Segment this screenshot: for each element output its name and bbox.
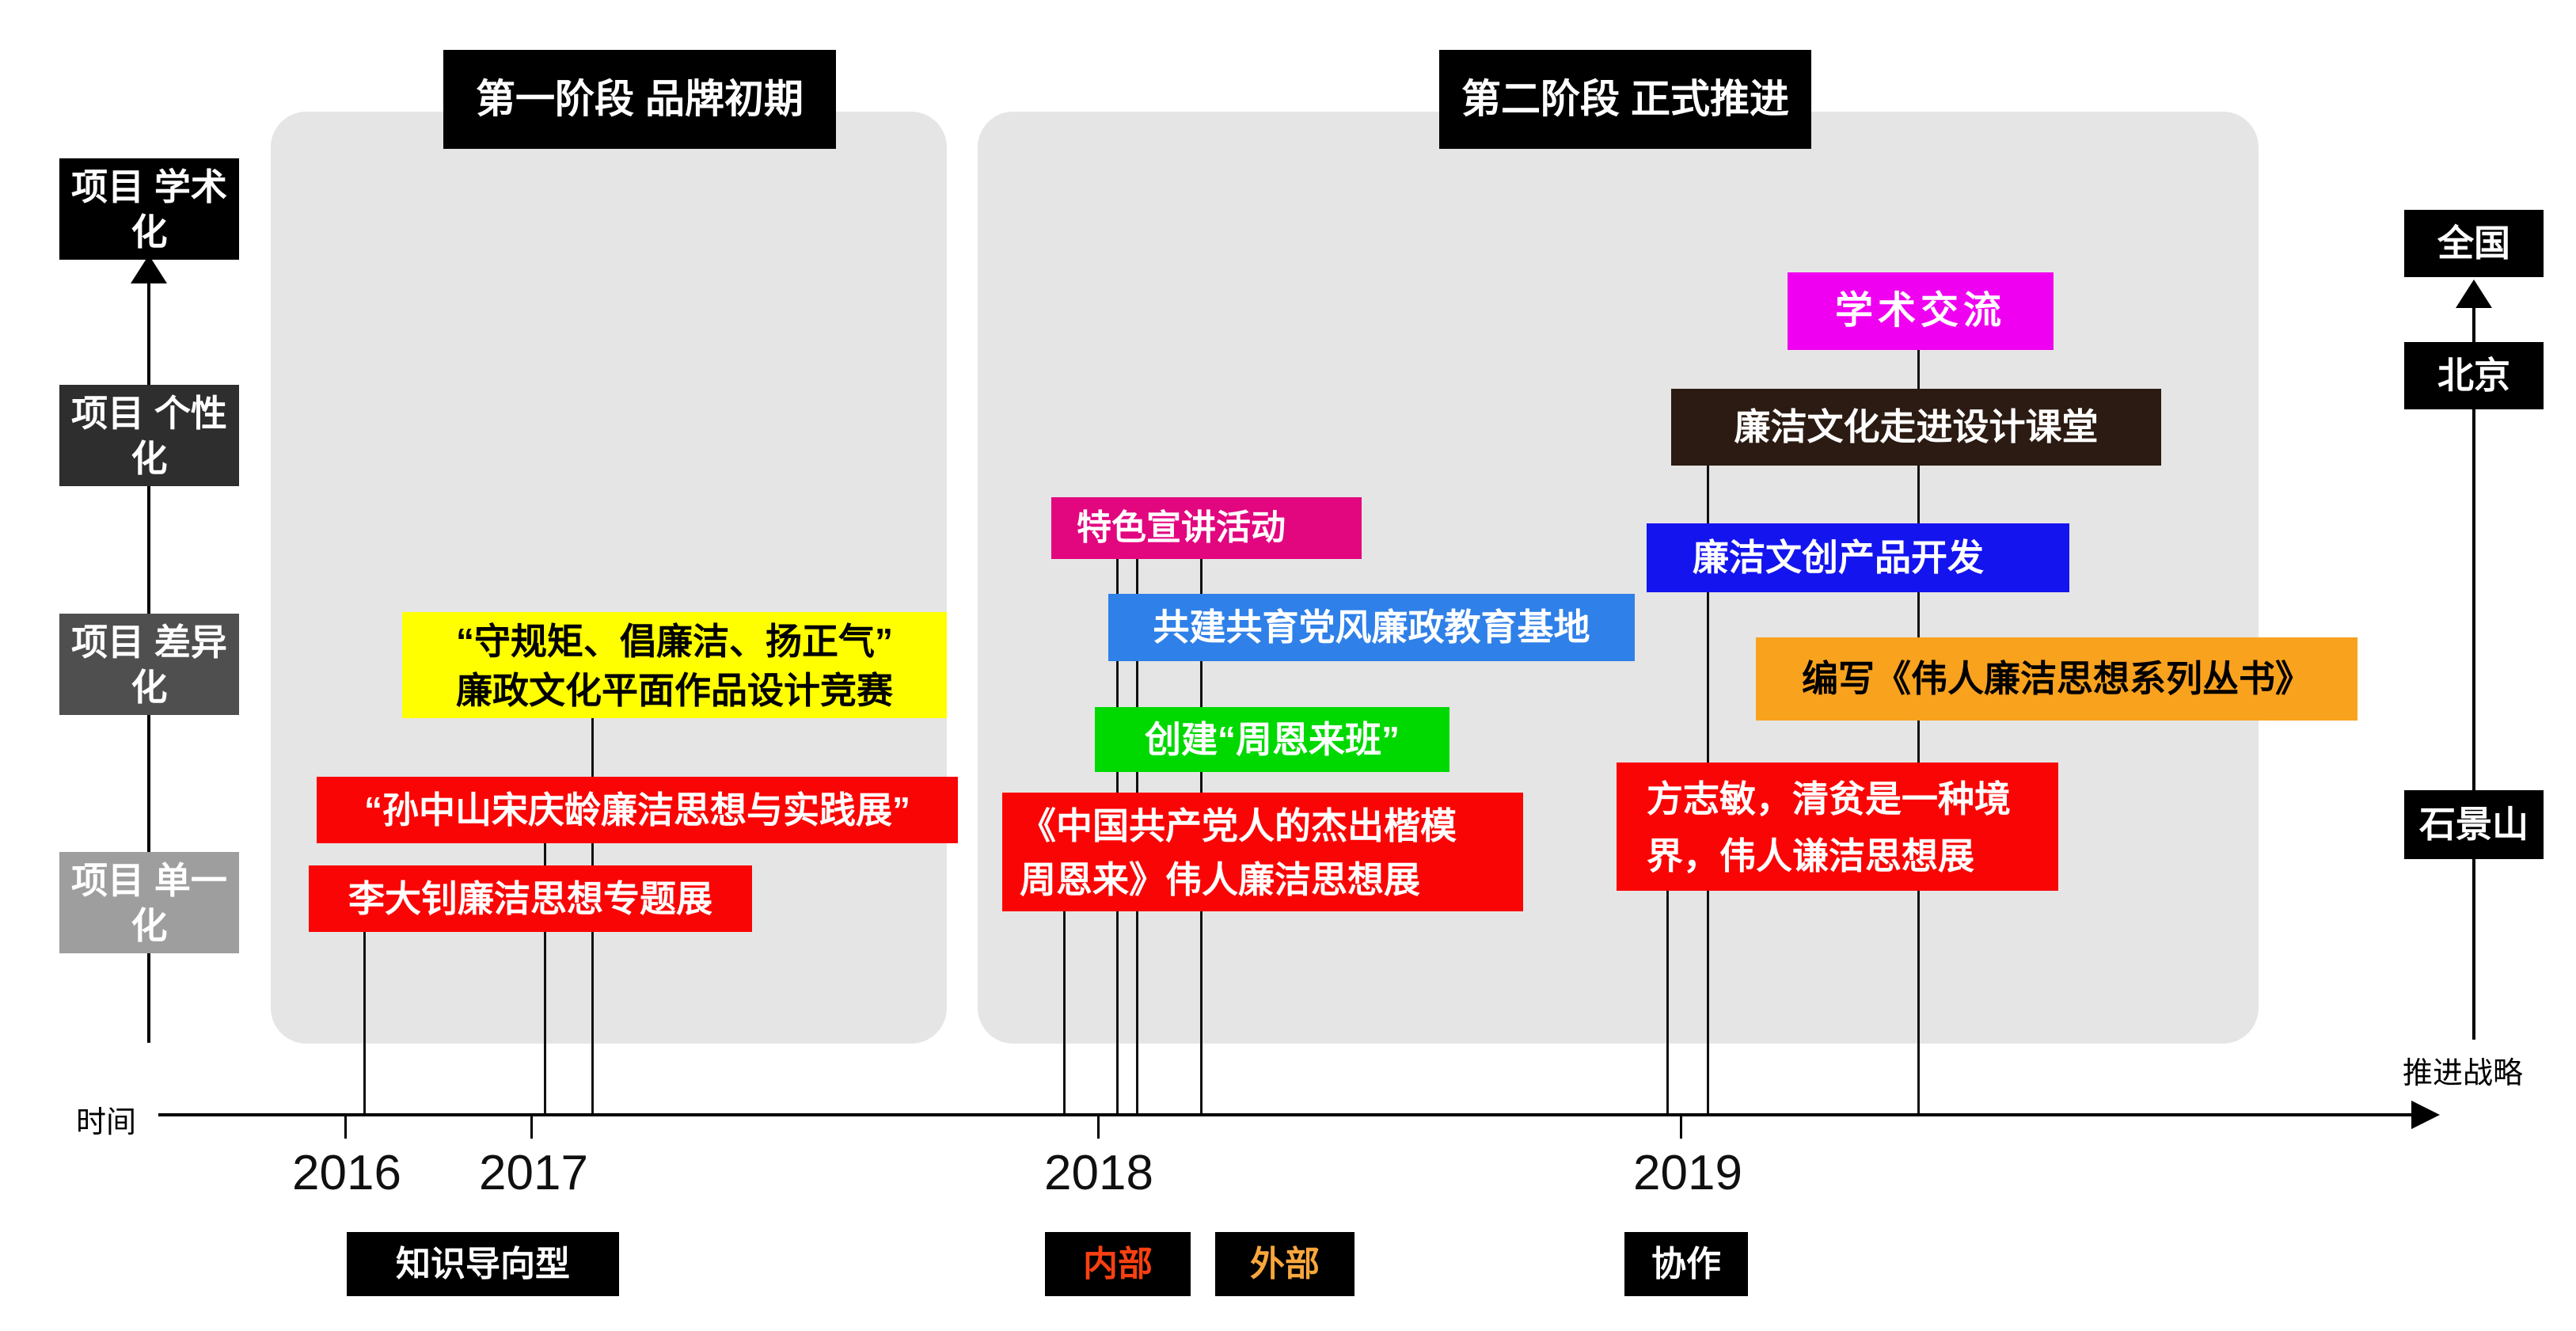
level-box-single: 项目 单一化	[59, 852, 239, 953]
event-box-academic-exchange: 学术交流	[1788, 272, 2054, 350]
level-box-personalized: 项目 个性化	[59, 385, 239, 486]
year-label-2017: 2017	[479, 1146, 588, 1200]
strategy-tag-external: 外部	[1215, 1232, 1354, 1296]
year-tick-2016	[344, 1116, 347, 1139]
region-box-national: 全国	[2404, 210, 2544, 277]
event-box-sun-exhibition: “孙中山宋庆龄廉洁思想与实践展”	[317, 777, 958, 843]
event-box-cultural-products: 廉洁文创产品开发	[1647, 523, 2069, 592]
event-box-design-competition: “守规矩、倡廉洁、扬正气” 廉政文化平面作品设计竞赛	[402, 612, 947, 718]
tick-line-li-exhibition	[363, 931, 366, 1115]
level-box-academic: 项目 学术化	[59, 158, 239, 260]
strategy-tag-internal: 内部	[1045, 1232, 1191, 1296]
event-box-book-series: 编写《伟人廉洁思想系列丛书》	[1756, 637, 2358, 721]
region-box-shijingshan: 石景山	[2404, 790, 2544, 859]
event-box-lecture-activity: 特色宣讲活动	[1051, 497, 1362, 559]
phase-1-title: 第一阶段 品牌初期	[443, 50, 836, 149]
event-box-fang-exhibition: 方志敏，清贫是一种境 界，伟人谦洁思想展	[1617, 762, 2058, 891]
phase-2-title: 第二阶段 正式推进	[1439, 50, 1811, 149]
event-box-zhou-exhibition: 《中国共产党人的杰出楷模 周恩来》伟人廉洁思想展	[1002, 793, 1523, 911]
right-axis-line	[2472, 307, 2475, 1040]
strategy-tag-knowledge-oriented: 知识导向型	[347, 1232, 619, 1296]
year-tick-2017	[530, 1116, 533, 1139]
left-axis-up-arrow-icon	[131, 255, 167, 283]
time-axis-label: 时间	[76, 1106, 137, 1139]
event-box-li-exhibition: 李大钊廉洁思想专题展	[309, 865, 752, 932]
year-tick-2019	[1680, 1116, 1682, 1139]
event-box-education-base: 共建共育党风廉政教育基地	[1108, 594, 1635, 661]
level-box-differentiated: 项目 差异化	[59, 614, 239, 715]
region-box-beijing: 北京	[2404, 342, 2544, 409]
tick-line-zhou-exhibition	[1063, 911, 1066, 1115]
year-tick-2018	[1097, 1116, 1100, 1139]
event-box-zhou-class: 创建“周恩来班”	[1095, 707, 1449, 772]
right-axis-caption: 推进战略	[2403, 1057, 2524, 1090]
right-axis-up-arrow-icon	[2456, 280, 2492, 308]
tick-line-academic-exchange	[1917, 350, 1920, 1115]
timeline-axis	[158, 1113, 2415, 1116]
event-box-design-class: 廉洁文化走进设计课堂	[1671, 389, 2161, 466]
tick-line-fang-exhibition	[1666, 891, 1669, 1115]
year-label-2018: 2018	[1044, 1146, 1153, 1200]
timeline-right-arrow-icon	[2411, 1101, 2440, 1129]
strategy-tag-collaboration: 协作	[1624, 1232, 1748, 1296]
year-label-2016: 2016	[292, 1146, 401, 1200]
year-label-2019: 2019	[1633, 1146, 1742, 1200]
tick-line-sun-exhibition	[544, 842, 546, 1115]
